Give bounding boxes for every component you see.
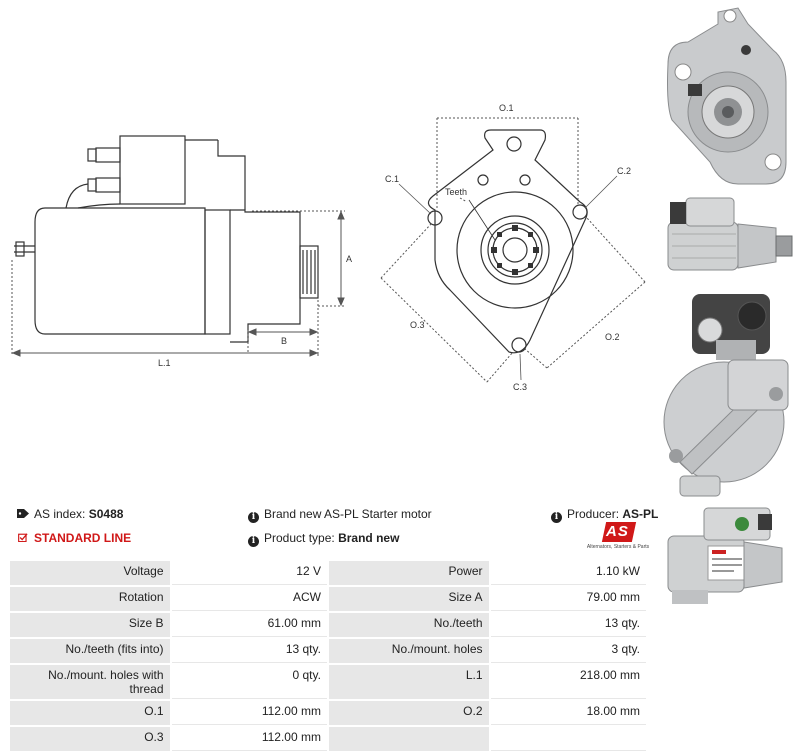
side-view-drawing: A B L.1 [11,135,352,368]
dim-label-l1: L.1 [158,358,171,368]
dim-label-o1: O.1 [499,103,514,113]
description: i Brand new AS-PL Starter motor [248,507,432,523]
solenoid-body [119,135,186,205]
label-c2: C.2 [617,166,631,176]
spec-value: 13 qty. [171,639,327,663]
spec-value: 61.00 mm [171,613,327,637]
front-view-drawing: O.1 O.3 O.2 C.1 C.2 C.3 Teeth [380,103,646,392]
spec-value: 1.10 kW [490,561,646,585]
spec-label: O.3 [10,727,170,751]
producer-value: AS-PL [622,507,659,521]
info-icon: i [248,512,259,523]
spec-value: ACW [171,587,327,611]
spec-value: 12 V [171,561,327,585]
info-icon: i [551,512,562,523]
spec-label: No./teeth [328,613,489,637]
as-index: AS index: S0488 [17,507,123,521]
spec-label: No./mount. holes with thread [10,665,170,699]
spec-label: O.2 [328,701,489,725]
checkbox-icon [18,533,28,542]
product-photo-rear [663,294,789,497]
motor-body [34,207,206,335]
product-line-label: STANDARD LINE [34,531,132,545]
product-type-label: Product type: [264,531,335,545]
pinion [299,245,319,299]
spec-value: 218.00 mm [490,665,646,699]
spec-label: Rotation [10,587,170,611]
spec-label: Power [328,561,489,585]
spec-row: No./teeth (fits into)13 qty.No./mount. h… [10,639,646,663]
spec-label: No./teeth (fits into) [10,639,170,663]
spec-value [490,727,646,751]
spec-value: 18.00 mm [490,701,646,725]
spec-label: Voltage [10,561,170,585]
tag-icon [17,509,29,518]
product-type-value: Brand new [338,531,400,545]
as-pl-logo: AS Alternators, Starters & Parts [586,522,650,550]
spec-label: No./mount. holes [328,639,489,663]
dim-label-o2: O.2 [605,332,620,342]
info-icon: i [248,536,259,547]
spec-value: 79.00 mm [490,587,646,611]
dim-label-a: A [346,254,352,264]
label-c3: C.3 [513,382,527,392]
dim-label-b: B [281,336,287,346]
as-index-value: S0488 [88,507,124,521]
flange-outline [427,129,588,354]
product-line: STANDARD LINE [17,531,131,545]
producer: i Producer: AS-PL [551,507,658,523]
description-text: Brand new AS-PL Starter motor [264,507,432,521]
label-c1: C.1 [385,174,399,184]
spec-label: Size A [328,587,489,611]
mount-hole-c3 [511,337,527,353]
product-photo-front [667,7,787,185]
spec-value: 3 qty. [490,639,646,663]
dim-label-o3: O.3 [410,320,425,330]
label-teeth: Teeth [445,187,467,197]
spec-value: 112.00 mm [171,701,327,725]
as-index-label: AS index: [34,507,86,521]
spec-label: L.1 [328,665,489,699]
spec-value: 13 qty. [490,613,646,637]
product-type: i Product type: Brand new [248,531,399,547]
spec-value: 112.00 mm [171,727,327,751]
product-photo-labeled [667,507,783,604]
product-photo-side [667,197,793,271]
spec-label: Size B [10,613,170,637]
mount-hole-c2 [572,204,588,220]
spec-value: 0 qty. [171,665,327,699]
spec-label: O.1 [10,701,170,725]
mount-hole-c1 [427,210,443,226]
producer-label: Producer: [567,507,620,521]
spec-label [328,727,489,751]
